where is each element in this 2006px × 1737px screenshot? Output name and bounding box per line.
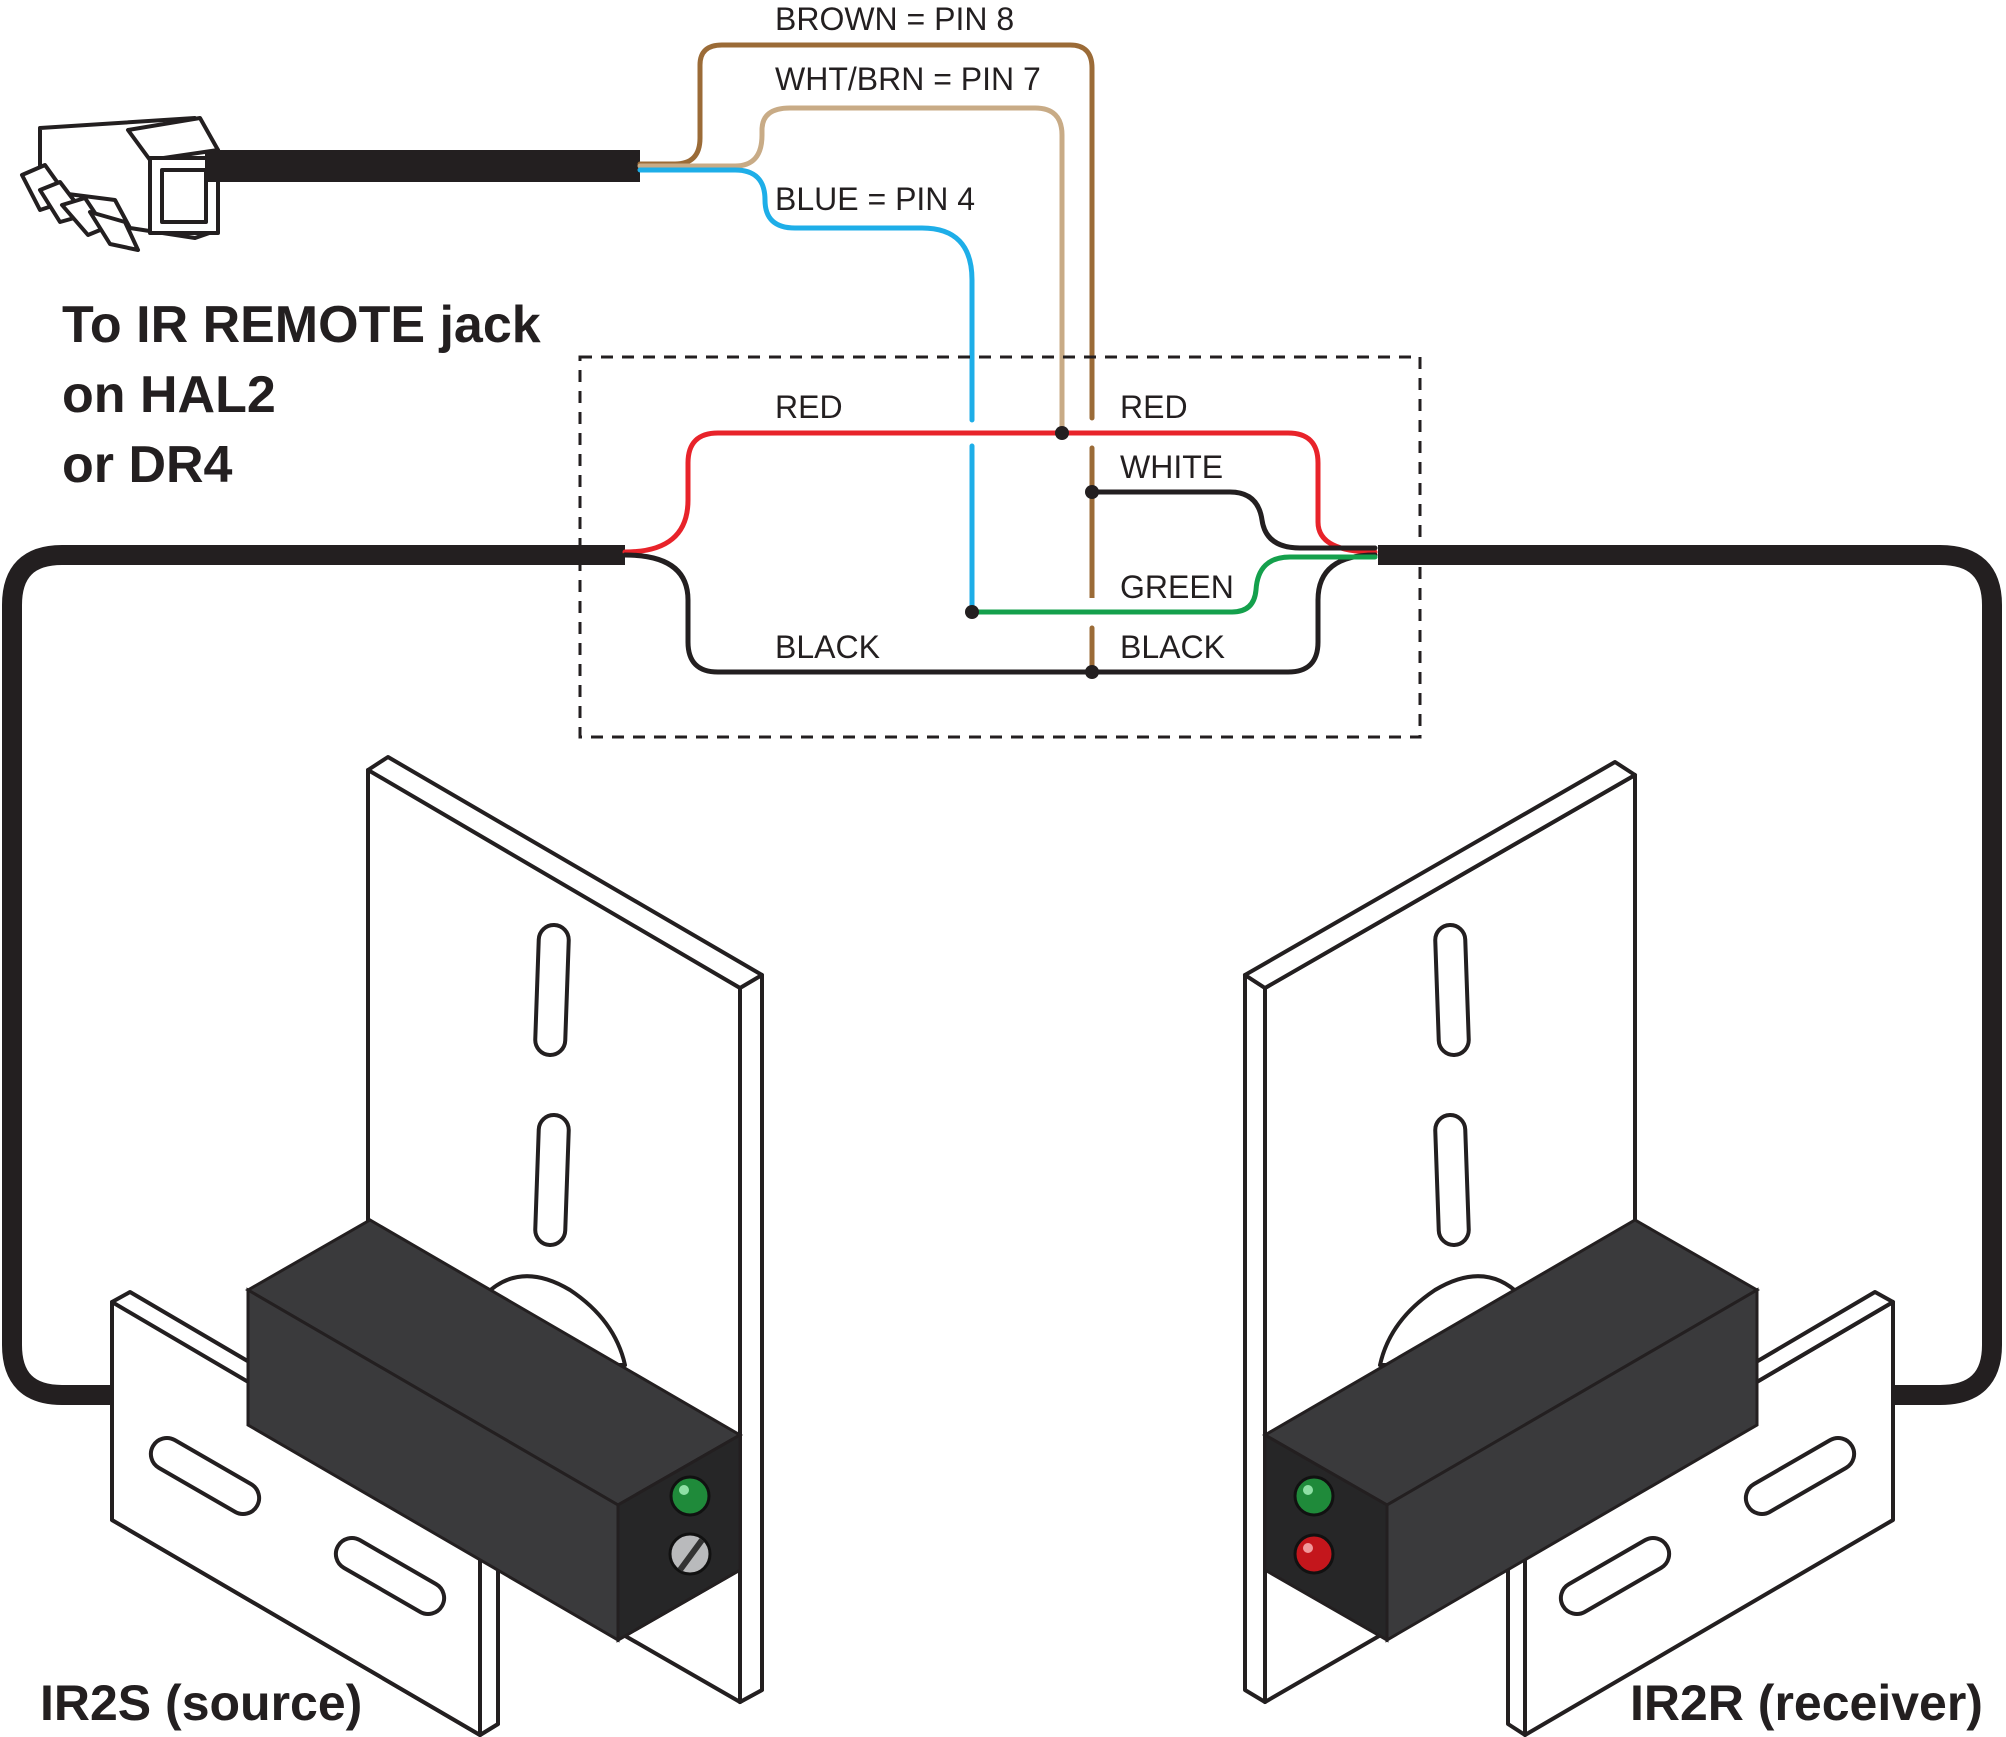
base-slot-right-icon [1743,1436,1857,1516]
green-led-icon [669,1475,711,1517]
black-left-label: BLACK [775,629,880,665]
brown-wire [637,42,1095,603]
white-wire [1089,489,1378,551]
green-wire [969,554,1378,615]
source-device-label: IR2S (source) [40,1675,362,1731]
red-wire [622,430,1378,555]
wht-brn-wire [637,105,1065,435]
wht-brn-pin-label: WHT/BRN = PIN 7 [775,61,1041,97]
red-led-icon [1293,1533,1335,1575]
base-slot-left-icon [148,1436,262,1516]
destination-line-3: or DR4 [62,436,233,494]
ir2r-receiver-sensor [1243,760,1895,1737]
green-label: GREEN [1120,569,1234,605]
base-slot-right-icon [333,1536,447,1616]
white-label: WHITE [1120,449,1223,485]
lower-slot-icon [1433,1113,1471,1247]
splice-dot-brown-black [1085,665,1099,679]
splice-dot-wht-brn-red [1055,426,1069,440]
brown-pin-label: BROWN = PIN 8 [775,1,1014,37]
receiver-device-label: IR2R (receiver) [1630,1675,1983,1731]
destination-line-1: To IR REMOTE jack [62,296,541,354]
upper-slot-icon [1433,923,1471,1057]
splice-dot-blue-green [965,605,979,619]
red-left-label: RED [775,389,843,425]
blue-pin-label: BLUE = PIN 4 [775,181,975,217]
receiver-cable [1378,545,2002,1405]
upper-slot-icon [533,923,571,1057]
splice-dot-brown-white [1085,485,1099,499]
base-slot-left-icon [1558,1536,1672,1616]
destination-line-2: on HAL2 [62,366,276,424]
ir2s-source-sensor [110,755,764,1737]
red-right-label: RED [1120,389,1188,425]
source-cable [2,545,625,1405]
black-wire [622,552,1378,675]
black-right-label: BLACK [1120,629,1225,665]
rj-connector-icon [20,116,220,252]
blue-wire [637,167,975,615]
green-led-icon [1293,1475,1335,1517]
lower-slot-icon [533,1113,571,1247]
